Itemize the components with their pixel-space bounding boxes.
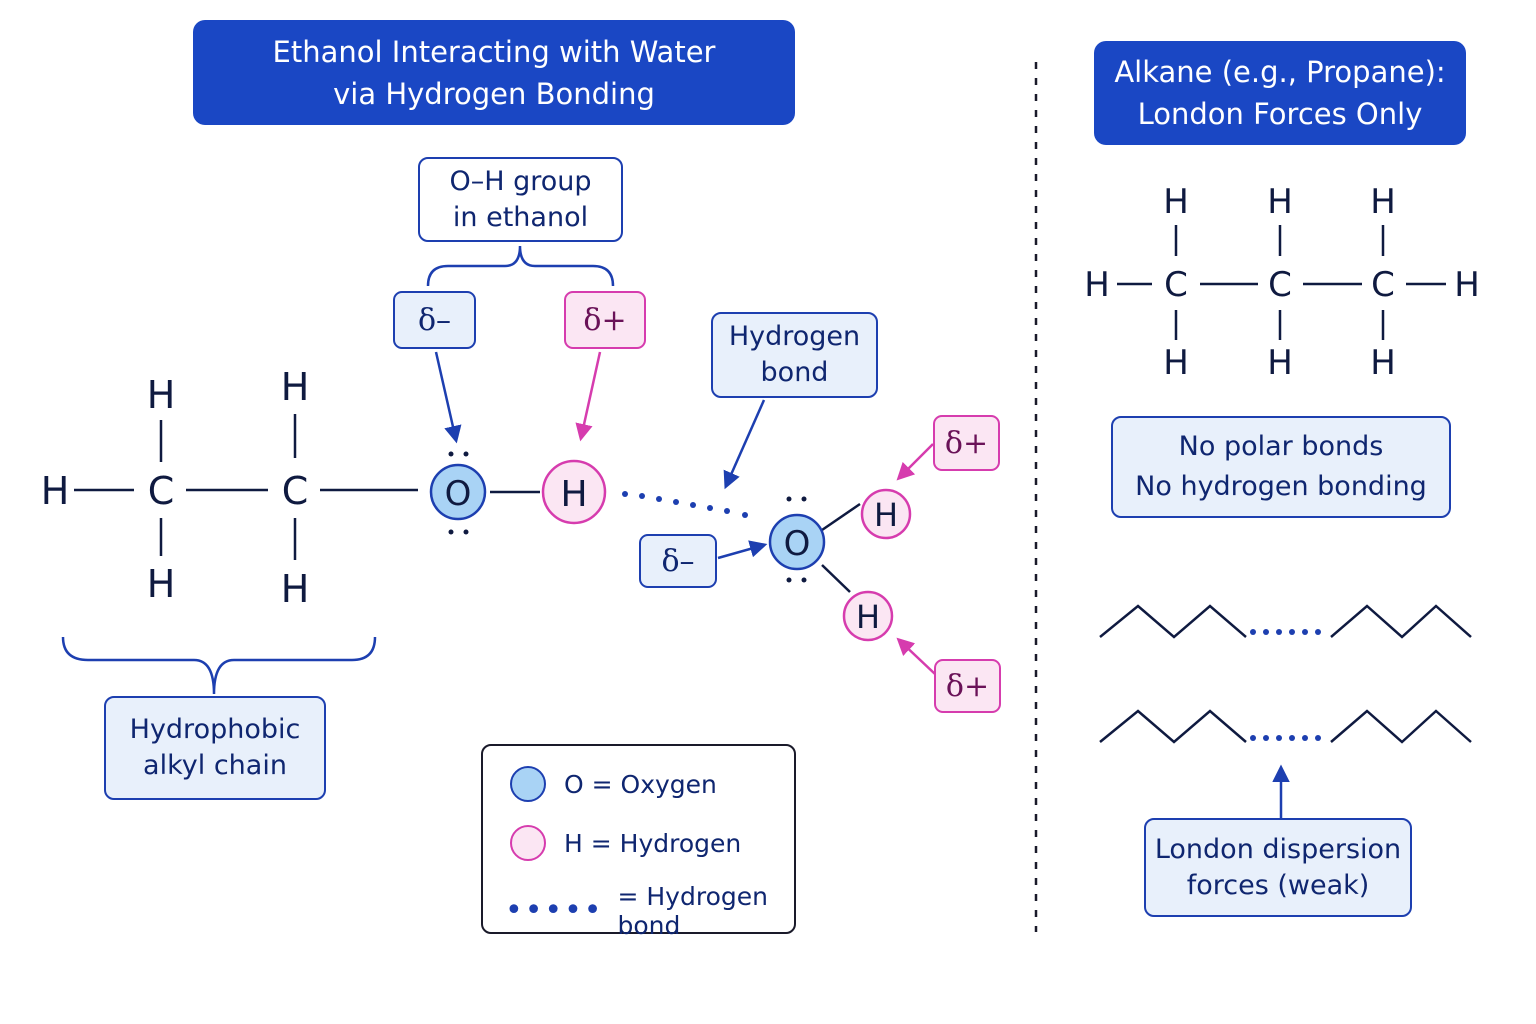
water-oxygen-label: O — [784, 524, 811, 564]
hydrogen-bond-label: Hydrogen bond — [711, 312, 878, 398]
hydrophobic-chain-label: Hydrophobic alkyl chain — [104, 696, 326, 800]
right-title-line1: Alkane (e.g., Propane): — [1114, 55, 1446, 89]
arrow-delta-minus-to-water-o — [717, 540, 768, 560]
ethanol-hydrogen-atom — [541, 459, 607, 525]
london-dispersion-label: London dispersion forces (weak) — [1144, 818, 1412, 917]
propane-c1-h-top: H — [1163, 182, 1189, 222]
oh-group-label: O–H group in ethanol — [418, 157, 623, 242]
water-delta-plus-upper-badge: δ+ — [933, 415, 1000, 471]
water-bond-lower — [821, 564, 851, 593]
hydrophobic-bracket — [61, 636, 377, 695]
right-title: Alkane (e.g., Propane): London Forces On… — [1094, 41, 1466, 145]
left-title-line1: Ethanol Interacting with Water — [272, 34, 716, 69]
ethanol-c1-h-bottom: H — [147, 562, 176, 606]
propane-h-left: H — [1084, 265, 1110, 305]
right-title-line2: London Forces Only — [1137, 97, 1423, 131]
propane-c2-h-top: H — [1267, 182, 1293, 222]
alkane-chains — [1099, 604, 1472, 744]
zigzag-top-left — [1099, 604, 1247, 639]
hydrophobic-label-line1: Hydrophobic — [129, 714, 301, 745]
legend-hydrogen-swatch — [510, 825, 546, 861]
water-hydrogen-lower-atom — [842, 590, 894, 642]
left-title: Ethanol Interacting with Water via Hydro… — [193, 20, 795, 125]
legend-hbond-text: = Hydrogen bond — [617, 882, 768, 940]
ethanol-oxygen-atom — [429, 463, 487, 521]
legend-hbond-dots: ••••• — [505, 893, 604, 928]
water-bond-upper — [821, 502, 861, 532]
london-dots-top — [1250, 629, 1321, 635]
propane-c1-h-bottom: H — [1163, 343, 1189, 383]
arrow-delta-plus-to-ethanol-h — [575, 351, 602, 442]
arrow-delta-plus-to-water-h-lower — [896, 637, 936, 675]
legend-row-oxygen: O = Oxygen — [483, 766, 717, 802]
no-polar-label-line2: No hydrogen bonding — [1135, 471, 1427, 502]
arrow-hbond-label — [723, 399, 766, 490]
ethanol-c1-h-top: H — [147, 373, 176, 417]
water-delta-minus-badge: δ– — [639, 534, 717, 588]
london-label-line1: London dispersion — [1154, 833, 1402, 865]
ethanol-h-left: H — [41, 469, 70, 513]
no-polar-label-line1: No polar bonds — [1178, 431, 1384, 462]
ethanol-c2-h-top: H — [281, 365, 310, 409]
no-polar-bonds-label: No polar bonds No hydrogen bonding — [1111, 416, 1451, 518]
oh-group-label-line2: in ethanol — [452, 201, 589, 233]
water-delta-plus-lower-text: δ+ — [945, 668, 990, 704]
legend-hydrogen-text: H = Hydrogen — [564, 828, 742, 858]
propane-c2-h-bottom: H — [1267, 343, 1293, 383]
legend-row-hbond: ••••• = Hydrogen bond — [483, 882, 794, 940]
arrow-delta-plus-to-water-h-upper — [896, 443, 934, 481]
propane-h-right: H — [1454, 265, 1480, 305]
ethanol-c1: C — [148, 469, 175, 513]
ethanol-oxygen-label: O — [445, 474, 472, 514]
arrow-delta-minus-to-ethanol-o — [434, 351, 462, 444]
ethanol-molecule — [74, 414, 540, 560]
hydrogen-bond-label-line2: bond — [760, 357, 829, 388]
hydrogen-bond-label-line1: Hydrogen — [728, 321, 861, 352]
legend-oxygen-swatch — [510, 766, 546, 802]
water-delta-plus-lower-badge: δ+ — [934, 659, 1001, 713]
ethanol-delta-plus-badge: δ+ — [564, 291, 646, 349]
london-dots-bottom — [1250, 735, 1321, 741]
ethanol-lone-pairs — [448, 451, 469, 535]
ethanol-delta-plus-text: δ+ — [583, 302, 627, 338]
water-hydrogen-lower-label: H — [856, 598, 880, 636]
water-molecule — [821, 502, 861, 593]
hydrophobic-label-line2: alkyl chain — [143, 750, 287, 781]
propane-c3-h-bottom: H — [1370, 343, 1396, 383]
propane-c3: C — [1371, 265, 1395, 305]
zigzag-bottom-right — [1330, 709, 1472, 744]
london-label-line2: forces (weak) — [1186, 869, 1370, 901]
legend-row-hydrogen: H = Hydrogen — [483, 825, 741, 861]
water-delta-minus-text: δ– — [661, 543, 695, 579]
hydrogen-bond-dots — [622, 491, 748, 518]
ethanol-c2-h-bottom: H — [281, 567, 310, 611]
zigzag-bottom-left — [1099, 709, 1247, 744]
water-delta-plus-upper-text: δ+ — [944, 425, 989, 461]
oh-group-bracket — [426, 245, 615, 287]
left-title-line2: via Hydrogen Bonding — [333, 76, 655, 111]
water-hydrogen-upper-atom — [860, 488, 912, 540]
legend: O = Oxygen H = Hydrogen ••••• = Hydrogen… — [481, 744, 796, 940]
ethanol-delta-minus-badge: δ– — [393, 291, 476, 349]
propane-bonds — [1117, 225, 1446, 340]
propane-c1: C — [1164, 265, 1188, 305]
zigzag-top-right — [1330, 604, 1472, 639]
propane-c2: C — [1268, 265, 1292, 305]
water-lone-pairs — [786, 496, 807, 583]
oh-group-label-line1: O–H group — [449, 165, 592, 197]
legend-oxygen-text: O = Oxygen — [564, 769, 717, 799]
ethanol-c2: C — [282, 469, 309, 513]
ethanol-hydrogen-label: H — [560, 474, 587, 515]
propane-c3-h-top: H — [1370, 182, 1396, 222]
ethanol-delta-minus-text: δ– — [417, 302, 452, 338]
water-hydrogen-upper-label: H — [874, 496, 898, 534]
water-oxygen-atom — [768, 513, 826, 571]
